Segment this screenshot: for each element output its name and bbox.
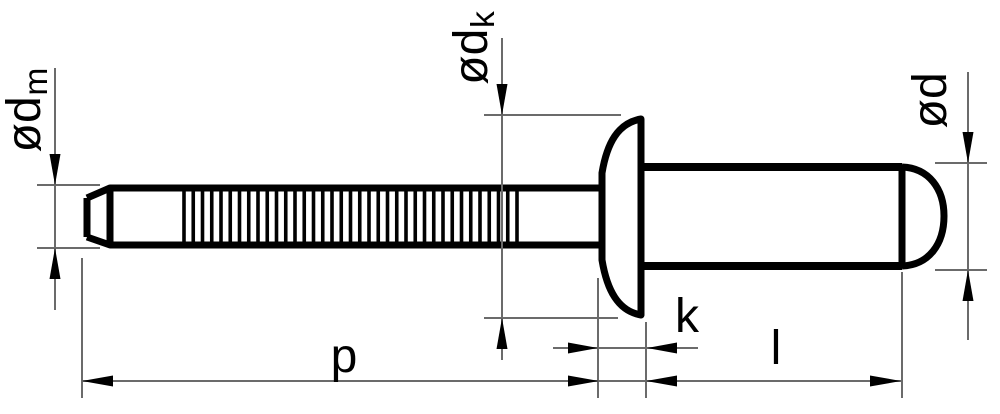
head-height-left-arrow	[568, 342, 598, 354]
dimension-lines	[37, 38, 987, 398]
body-length-left-arrow	[646, 375, 677, 387]
mandrel-diameter-bottom-arrow	[49, 248, 61, 279]
label-mandrel-diameter-symbol: ød	[0, 96, 51, 153]
mandrel-diameter-top-arrow	[49, 154, 61, 185]
label-head-diameter-subscript: k	[464, 11, 502, 29]
label-body-diameter-symbol: ød	[904, 72, 957, 129]
rivet-part	[83, 115, 948, 319]
extension-lines	[81, 258, 903, 398]
label-head-height: k	[675, 290, 699, 343]
rivet-head-outline	[598, 115, 645, 319]
rivet-body-outline	[640, 163, 902, 270]
body-diameter-top-arrow	[962, 132, 974, 163]
body-length-right-arrow	[870, 375, 901, 387]
label-mandrel-diameter-subscript: m	[17, 67, 55, 96]
label-body-length: l	[770, 322, 782, 375]
label-mandrel-diameter: ødm	[0, 68, 55, 153]
mandrel-serrations	[182, 190, 519, 243]
label-head-diameter-symbol: ød	[445, 28, 498, 85]
label-mandrel-length: p	[330, 330, 358, 383]
mandrel-outline	[83, 184, 602, 249]
mandrel-length-left-arrow	[82, 375, 113, 387]
head-diameter-top-arrow	[496, 84, 508, 115]
label-head-diameter: ødk	[445, 11, 502, 85]
dimension-arrows	[49, 84, 974, 387]
head-height-right-arrow	[647, 342, 677, 354]
body-diameter-bottom-arrow	[962, 270, 974, 301]
head-diameter-bottom-arrow	[496, 318, 508, 349]
mandrel-length-right-arrow	[568, 375, 599, 387]
label-body-diameter: ød	[904, 72, 957, 129]
rivet-body-end-dome	[901, 163, 948, 270]
